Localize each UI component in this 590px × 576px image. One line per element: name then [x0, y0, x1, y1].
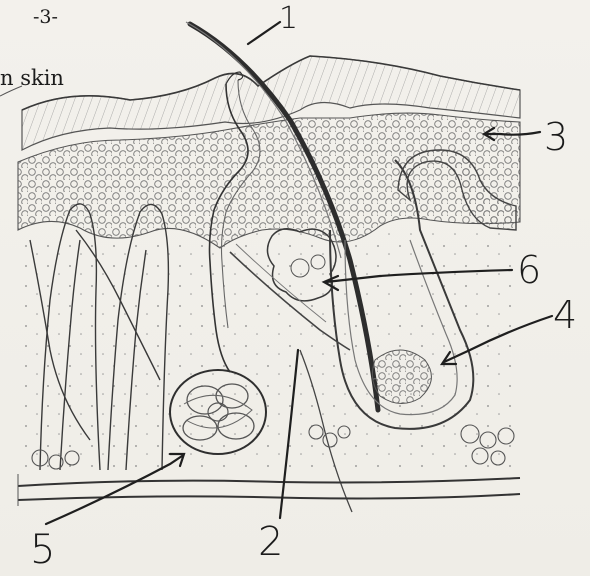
base-line-top [18, 478, 520, 486]
label-2: 2 [258, 522, 283, 562]
label-5: 5 [30, 530, 55, 570]
label-4: 4 [553, 296, 577, 334]
arrow-1 [248, 22, 280, 44]
label-3: 3 [544, 118, 568, 156]
label-1: 1 [279, 4, 298, 34]
label-6: 6 [517, 251, 541, 289]
base-line-bottom [18, 494, 520, 500]
dermis-region [18, 227, 520, 470]
